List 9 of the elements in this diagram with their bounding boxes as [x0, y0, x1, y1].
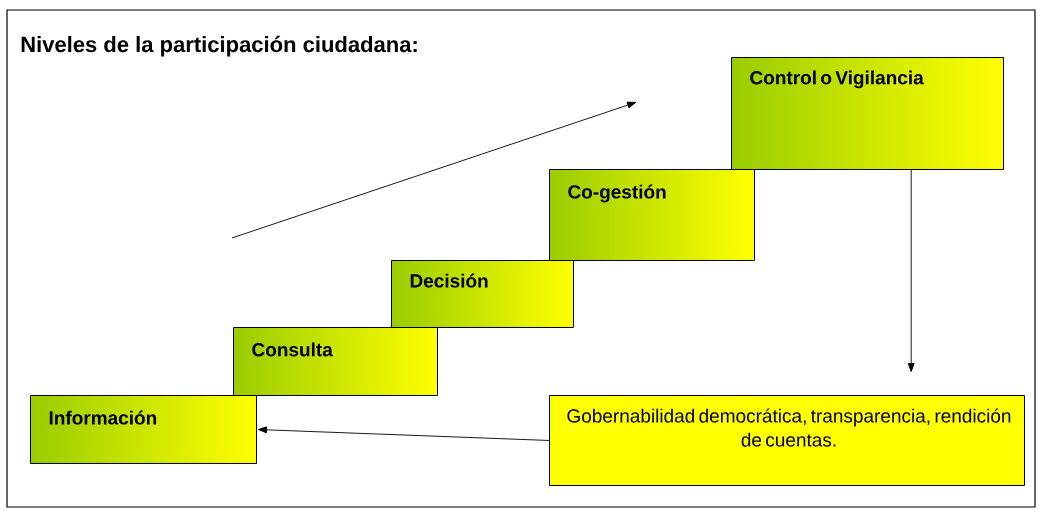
title: Niveles de la participación ciudadana:: [21, 35, 417, 57]
step-box: Consulta: [233, 327, 438, 396]
step-box: Control o Vigilancia: [731, 57, 1004, 170]
arrow: [257, 426, 550, 441]
step-box: Co-gestión: [549, 169, 755, 261]
arrow: [907, 169, 915, 373]
step-box: Información: [30, 395, 257, 464]
step-box: Gobernabilidad democrática, transparencia, rendición de cuentas.: [549, 395, 1025, 486]
step-box: Decisión: [391, 260, 574, 328]
